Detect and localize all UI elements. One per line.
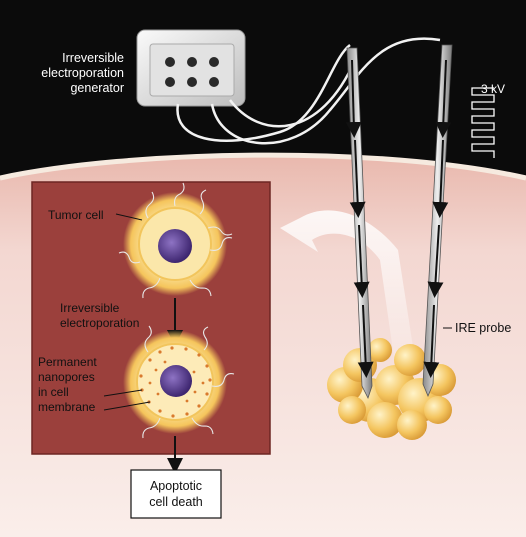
- tumor-cell: [118, 182, 233, 299]
- tumor-mass: [327, 338, 456, 440]
- probe-label: IRE probe: [455, 321, 511, 335]
- outcome-box: Apoptotic cell death: [130, 469, 222, 519]
- zoom-arrow: [280, 210, 415, 365]
- generator-label-line3: generator: [70, 81, 124, 95]
- process-label-line1: Irreversible: [60, 301, 120, 315]
- pulse-waveform: 3 kV: [471, 82, 505, 158]
- nanopore-label-line1: Permanent: [38, 355, 97, 369]
- porated-cell: [123, 325, 235, 439]
- tumor-cell-leader: [115, 213, 143, 221]
- voltage-label: 3 kV: [481, 82, 505, 96]
- probe-cables: [176, 37, 441, 145]
- nanopore-label-line2: nanopores: [38, 370, 95, 384]
- generator-label-line2: electroporation: [41, 66, 124, 80]
- outcome-line1: Apoptotic: [150, 479, 202, 493]
- nanopore-label: Permanent nanopores in cell membrane: [38, 355, 97, 414]
- nanopore-label-line3: in cell: [38, 385, 69, 399]
- ire-probe-right: [422, 44, 453, 398]
- nanopore-leaders: [103, 389, 151, 411]
- generator-ports: [165, 57, 219, 87]
- process-label-line2: electroporation: [60, 316, 139, 330]
- generator-label-line1: Irreversible: [62, 51, 124, 65]
- outcome-line2: cell death: [149, 495, 203, 509]
- nanopore-label-line4: membrane: [38, 400, 96, 414]
- skin-surface: [0, 152, 526, 181]
- electroporation-generator: [136, 29, 246, 107]
- nanopores: [139, 346, 212, 418]
- tumor-cell-label: Tumor cell: [48, 208, 104, 222]
- generator-label: Irreversible electroporation generator: [41, 51, 124, 95]
- ire-probe-left: [345, 47, 374, 400]
